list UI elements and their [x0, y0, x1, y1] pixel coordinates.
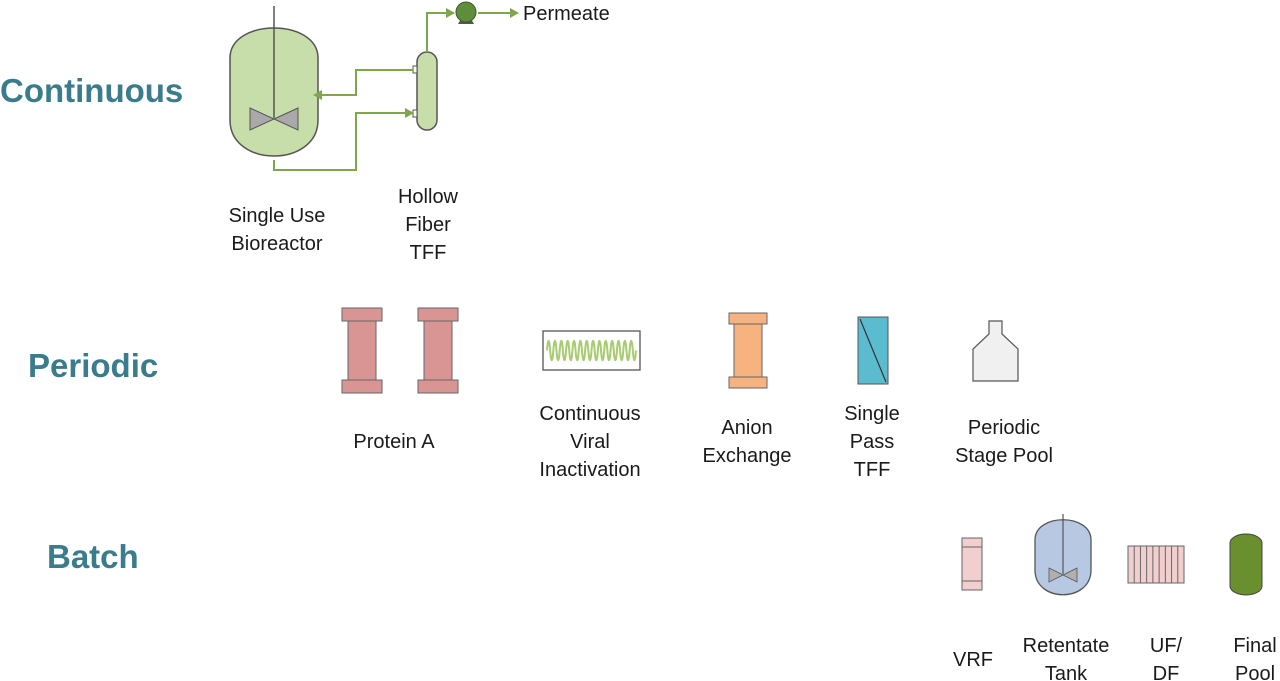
viral-inactivation-coil-icon	[542, 330, 641, 371]
pump-icon	[455, 1, 477, 24]
anion-exchange-column-icon	[728, 312, 768, 389]
caption-line: DF	[1153, 663, 1180, 681]
section-label-periodic: Periodic	[28, 347, 158, 384]
permeate-label: Permeate	[523, 3, 610, 25]
caption-line: Hollow	[398, 186, 459, 208]
protein-a-column-icon-1	[341, 307, 383, 394]
single-use-bioreactor-icon	[229, 6, 319, 157]
caption-line: Pool	[1235, 663, 1275, 681]
caption-line: Single Use	[229, 205, 326, 227]
retentate-tank-icon	[1034, 514, 1092, 596]
caption-line: UF/	[1150, 635, 1183, 657]
section-label-continuous: Continuous	[0, 72, 183, 109]
caption-line: VRF	[953, 649, 993, 671]
caption-line: Exchange	[703, 445, 792, 467]
caption-line: Periodic	[968, 417, 1040, 439]
return-arrowhead-icon	[313, 90, 322, 100]
ufdf-cassette-icon	[1127, 545, 1185, 584]
caption-line: Viral	[570, 431, 610, 453]
recirculation-flow-lines	[273, 12, 512, 171]
protein-a-caption: Protein A	[353, 431, 435, 453]
periodic-stage-pool-bottle-icon	[972, 320, 1019, 382]
caption-line: Final	[1233, 635, 1276, 657]
caption-line: Anion	[721, 417, 772, 439]
caption-line: Continuous	[539, 403, 640, 425]
permeate-junction-arrowhead-icon	[446, 8, 455, 18]
caption-line: Bioreactor	[231, 233, 322, 255]
single-pass-tff-icon	[857, 316, 889, 385]
caption-line: TFF	[854, 459, 891, 481]
vrf-caption: VRF	[953, 649, 993, 671]
section-label-batch: Batch	[47, 538, 139, 575]
vrf-filter-icon	[961, 537, 983, 591]
protein-a-column-icon-2	[417, 307, 459, 394]
feed-arrowhead-icon	[405, 108, 414, 118]
caption-line: TFF	[410, 242, 447, 264]
ufdf-caption: UF/DF	[1150, 635, 1183, 681]
caption-line: Pass	[850, 431, 894, 453]
caption-line: Inactivation	[539, 459, 640, 481]
permeate-arrowhead-icon	[510, 8, 519, 18]
hollow-fiber-tff-icon	[412, 51, 438, 131]
caption-line: Fiber	[405, 214, 451, 236]
impeller-icon	[249, 107, 299, 131]
caption-line: Tank	[1045, 663, 1088, 681]
caption-line: Stage Pool	[955, 445, 1053, 467]
caption-line: Protein A	[353, 431, 435, 453]
caption-line: Single	[844, 403, 900, 425]
caption-line: Retentate	[1023, 635, 1110, 657]
final-pool-container-icon	[1229, 533, 1263, 596]
